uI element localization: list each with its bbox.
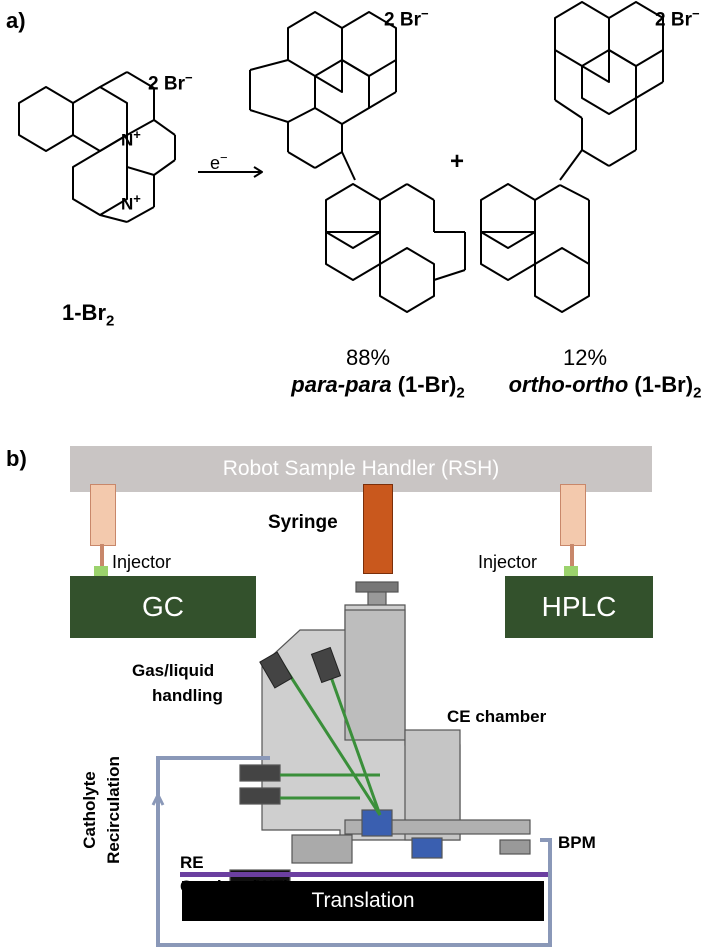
molecule-ortho-ortho [480, 1, 664, 313]
catalyst-label: Catalyst (WE) [180, 877, 290, 896]
injector-left-label: Injector [112, 552, 172, 572]
injector-left-body [90, 484, 116, 546]
panel-a-label: a) [6, 8, 26, 33]
yield-ortho-ortho: 12% [562, 345, 608, 370]
counterion-ortho: 2 Br− [655, 6, 700, 31]
ce-chamber-label: CE chamber [447, 707, 547, 726]
plus-sign: + [450, 148, 465, 175]
recirculation-label-1: Catholyte [80, 771, 99, 849]
injector-right-body [560, 484, 586, 546]
re-label: RE [180, 853, 204, 872]
translation-stage: Translation [182, 881, 544, 921]
panel-b-label: b) [6, 446, 27, 471]
n-plus-2: N+ [121, 191, 141, 214]
molecule-1-br2 [18, 71, 176, 223]
bpm-label: BPM [558, 833, 596, 852]
gas-liquid-label-1: Gas/liquid [132, 661, 215, 680]
hplc-box: HPLC [505, 576, 653, 638]
injector-right-port [564, 566, 578, 576]
reaction-scheme [18, 1, 664, 313]
injector-right-needle [570, 544, 574, 570]
electrochemical-cell-drawing [151, 581, 552, 947]
gc-box: GC [70, 576, 256, 638]
reagent-electron: e− [210, 150, 228, 173]
counterion-para: 2 Br− [384, 6, 429, 31]
name-ortho-ortho: ortho-ortho (1-Br)2 [508, 372, 702, 402]
robot-sample-handler: Robot Sample Handler (RSH) [70, 446, 652, 492]
n-plus-1: N+ [121, 127, 141, 150]
name-para-para: para-para (1-Br)2 [291, 372, 465, 402]
yield-para-para: 88% [345, 345, 391, 370]
recirculation-label-2: Recirculation [104, 756, 123, 864]
injector-right-label: Injector [478, 552, 538, 572]
counterion-start: 2 Br− [148, 70, 193, 95]
start-compound-name: 1-Br2 [62, 300, 115, 330]
syringe-body [363, 484, 393, 574]
injector-left-needle [100, 544, 104, 570]
injector-left-port [94, 566, 108, 576]
syringe-label: Syringe [268, 512, 338, 533]
molecule-para-para [249, 11, 466, 313]
gas-liquid-label-2: handling [152, 686, 223, 705]
